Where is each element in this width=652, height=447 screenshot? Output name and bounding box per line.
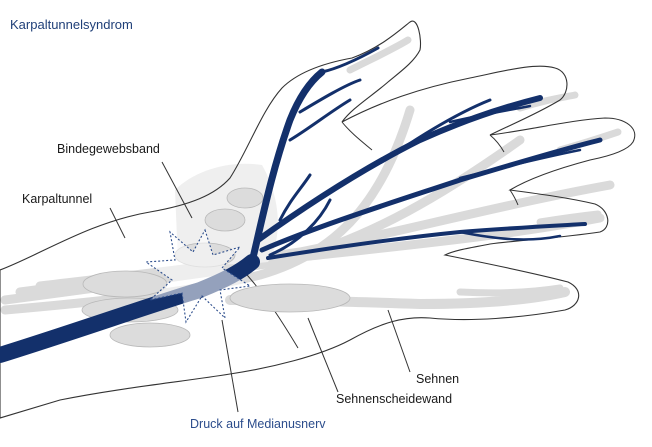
sheath: [227, 188, 263, 208]
sheath: [205, 209, 245, 231]
label-druck-auf-medianusnerv: Druck auf Medianusnerv: [190, 418, 325, 431]
tendon: [460, 288, 560, 293]
leader-druck: [222, 320, 238, 412]
label-sehnen: Sehnen: [416, 373, 459, 386]
leader-karpaltunnel: [110, 208, 125, 238]
finger-crease: [490, 135, 504, 152]
label-sehnenscheidewand: Sehnenscheidewand: [336, 393, 452, 406]
finger-crease: [342, 122, 372, 150]
sheath: [110, 323, 190, 347]
diagram-title: Karpaltunnelsyndrom: [10, 18, 133, 31]
sheath: [83, 271, 167, 297]
label-karpaltunnel: Karpaltunnel: [22, 193, 92, 206]
leader-sehnen: [388, 310, 410, 372]
sheath: [230, 284, 350, 312]
label-bindegewebsband: Bindegewebsband: [57, 143, 160, 156]
